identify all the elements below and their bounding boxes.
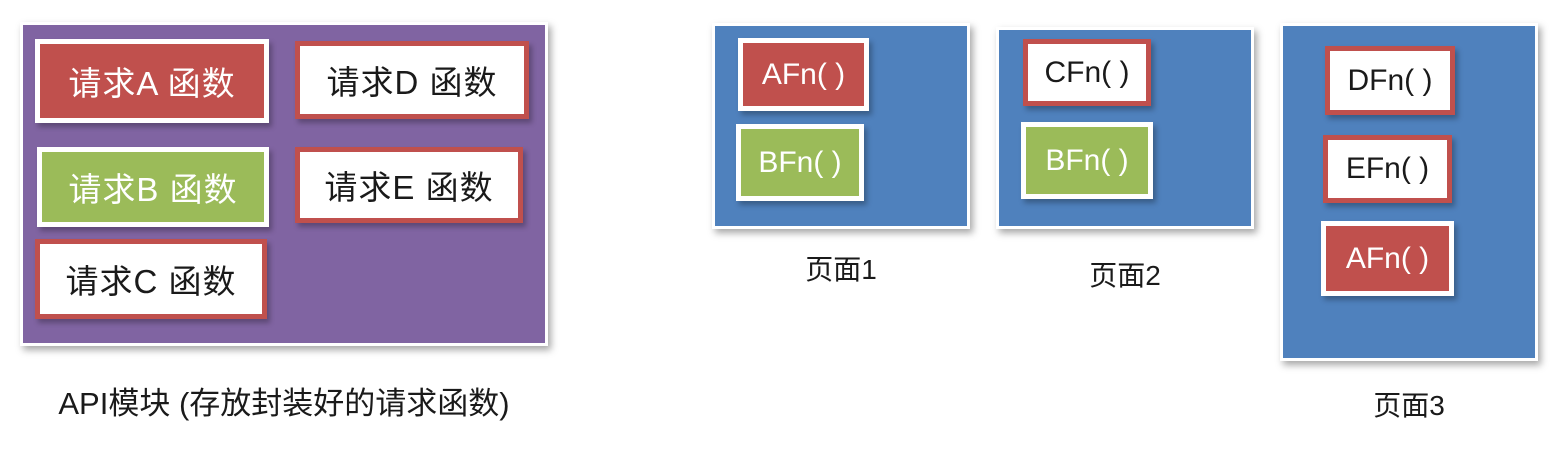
call-box-dfn: DFn( ) <box>1325 46 1455 115</box>
function-box-request-c: 请求C 函数 <box>35 239 267 319</box>
function-box-request-a: 请求A 函数 <box>35 39 269 123</box>
page-1-box: AFn( ) BFn( ) <box>712 23 970 229</box>
call-box-efn: EFn( ) <box>1323 135 1452 203</box>
function-box-request-b: 请求B 函数 <box>37 147 269 227</box>
function-box-request-d: 请求D 函数 <box>295 41 529 119</box>
page-3-box: DFn( ) EFn( ) AFn( ) <box>1280 23 1538 361</box>
page-2-caption: 页面2 <box>1089 260 1161 291</box>
call-box-afn: AFn( ) <box>738 38 869 111</box>
page-2-box: CFn( ) BFn( ) <box>996 27 1254 229</box>
api-module-caption: API模块 (存放封装好的请求函数) <box>58 386 510 421</box>
page-3-caption: 页面3 <box>1373 390 1445 421</box>
api-module-box: 请求A 函数 请求B 函数 请求C 函数 请求D 函数 请求E 函数 <box>20 22 548 346</box>
page-1-caption: 页面1 <box>805 254 877 285</box>
call-box-bfn: BFn( ) <box>1021 122 1153 199</box>
call-box-cfn: CFn( ) <box>1023 39 1151 106</box>
call-box-afn: AFn( ) <box>1321 221 1454 296</box>
call-box-bfn: BFn( ) <box>736 124 864 201</box>
function-box-request-e: 请求E 函数 <box>295 147 523 223</box>
